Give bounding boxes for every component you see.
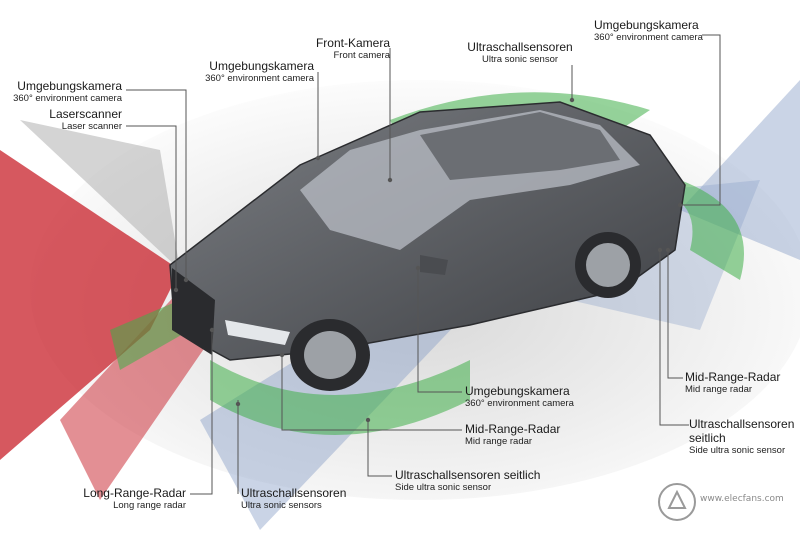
rear-rim <box>586 243 630 287</box>
label-de: Mid-Range-Radar <box>465 422 561 436</box>
label-en: 360° environment camera <box>465 397 574 409</box>
long-range-radar-field <box>0 150 180 460</box>
label-de: Umgebungskamera <box>209 59 314 73</box>
label-en: Front camera <box>333 49 391 61</box>
label-long-range-radar: Long-Range-Radar Long range radar <box>66 486 186 512</box>
label-laser-scanner: Laserscanner Laser scanner <box>22 107 122 133</box>
label-de: Umgebungskamera <box>465 384 570 398</box>
label-ext-cam-top-right: Umgebungskamera 360° environment camera <box>594 18 703 44</box>
watermark-text: www.elecfans.com <box>700 494 784 504</box>
label-en: Ultra sonic sensor <box>481 53 559 65</box>
label-de: Long-Range-Radar <box>83 486 186 500</box>
front-ultrasonic-field <box>110 300 190 370</box>
sensor-dots <box>173 97 683 423</box>
label-en: Side ultra sonic sensor <box>689 444 786 456</box>
label-de: Mid-Range-Radar <box>685 370 781 384</box>
grille <box>172 268 215 355</box>
label-en: Mid range radar <box>685 383 753 395</box>
watermark-logo-icon <box>658 483 696 521</box>
car-roof <box>420 112 620 180</box>
label-de: Umgebungskamera <box>594 18 699 32</box>
label-mid-range-radar-front: Mid-Range-Radar Mid range radar <box>465 422 561 448</box>
side-ultrasonic-field <box>210 360 470 435</box>
label-en: 360° environment camera <box>594 31 703 43</box>
label-ultrasonic-top: Ultraschallsensoren Ultra sonic sensor <box>462 40 578 66</box>
label-side-ultrasonic-rear: Ultraschallsensoren seitlich Side ultra … <box>689 417 795 457</box>
label-en: Mid range radar <box>465 435 533 447</box>
label-en: 360° environment camera <box>205 72 314 84</box>
label-ext-cam-side: Umgebungskamera 360° environment camera <box>465 384 574 410</box>
laser-field <box>20 120 180 270</box>
label-de: Ultraschallsensoren seitlich <box>395 468 541 482</box>
label-de: Front-Kamera <box>315 36 390 50</box>
leader-lines <box>126 34 721 495</box>
side-mirror <box>420 255 448 275</box>
headlight <box>225 320 290 345</box>
label-de: Ultraschallsensoren seitlich <box>689 417 795 445</box>
label-en: Laser scanner <box>61 120 122 132</box>
label-side-ultrasonic-bottom: Ultraschallsensoren seitlich Side ultra … <box>395 468 541 494</box>
label-de: Ultraschallsensoren <box>467 40 573 54</box>
front-rim <box>304 331 356 379</box>
label-de: Laserscanner <box>49 107 122 121</box>
label-ext-cam-mirror-top: Umgebungskamera 360° environment camera <box>188 59 314 85</box>
label-mid-range-radar-rear: Mid-Range-Radar Mid range radar <box>685 370 781 396</box>
front-radar-field-lower <box>60 290 210 500</box>
label-de: Ultraschallsensoren <box>241 486 347 500</box>
label-de: Umgebungskamera <box>17 79 122 93</box>
label-en: 360° environment camera <box>13 92 122 104</box>
label-ultrasonic-front: Ultraschallsensoren Ultra sonic sensors <box>241 486 347 512</box>
label-ext-cam-front-left: Umgebungskamera 360° environment camera <box>2 79 122 105</box>
label-front-camera: Front-Kamera Front camera <box>300 36 391 62</box>
label-en: Ultra sonic sensors <box>241 499 322 511</box>
label-en: Side ultra sonic sensor <box>395 481 492 493</box>
label-en: Long range radar <box>113 499 186 511</box>
